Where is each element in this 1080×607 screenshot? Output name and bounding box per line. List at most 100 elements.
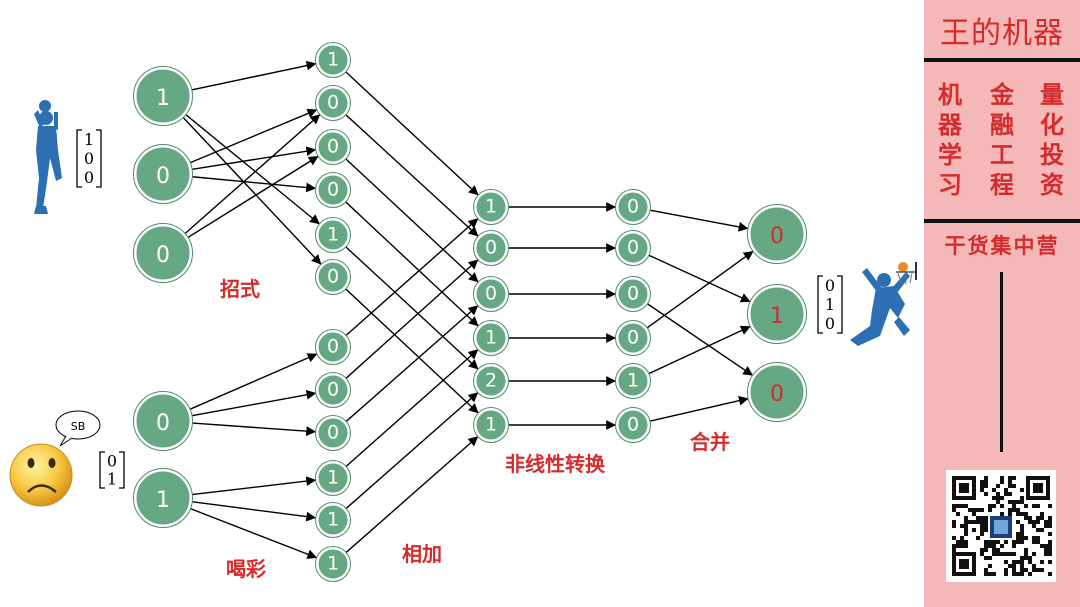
connection-arrow bbox=[344, 258, 479, 380]
vertical-line bbox=[1000, 272, 1003, 452]
tag-char: 习 bbox=[938, 170, 962, 199]
vector-bracket: 010 bbox=[817, 275, 843, 334]
hidden-node: 0 bbox=[315, 329, 351, 365]
connection-arrows bbox=[181, 60, 754, 559]
connection-arrow bbox=[184, 113, 321, 225]
connection-arrow bbox=[344, 287, 480, 414]
connection-arrow bbox=[647, 325, 752, 375]
tag-char: 机 bbox=[938, 80, 962, 109]
node-value: 1 bbox=[485, 195, 497, 217]
node-circle bbox=[315, 329, 351, 365]
label-cheer: 喝彩 bbox=[226, 557, 266, 581]
connection-arrow bbox=[183, 113, 321, 235]
connection-arrow bbox=[344, 435, 479, 554]
node-circle bbox=[315, 415, 351, 451]
vector-bracket: 01 bbox=[99, 451, 125, 489]
node-outline bbox=[315, 546, 351, 582]
player-dunking-icon bbox=[850, 262, 917, 346]
node-circle bbox=[315, 460, 351, 496]
node-value: 0 bbox=[770, 224, 784, 249]
label-nonlinear: 非线性转换 bbox=[505, 452, 605, 476]
node-outline bbox=[315, 129, 351, 165]
hidden-node: 1 bbox=[315, 217, 351, 253]
node-outline bbox=[315, 42, 351, 78]
node-value: 1 bbox=[327, 223, 339, 245]
connection-arrow bbox=[344, 348, 479, 468]
node-outline bbox=[473, 363, 509, 399]
player-leg bbox=[894, 317, 910, 336]
node-outline bbox=[315, 415, 351, 451]
node-circle bbox=[615, 189, 651, 225]
node-outline bbox=[315, 217, 351, 253]
connection-arrow bbox=[648, 395, 749, 423]
node-outline bbox=[615, 407, 651, 443]
node-circle bbox=[133, 391, 193, 451]
tag-char: 程 bbox=[990, 170, 1014, 199]
hidden-node: 1 bbox=[315, 42, 351, 78]
input-node: 1 bbox=[133, 66, 193, 126]
tag-char: 融 bbox=[990, 110, 1014, 139]
node-value: 1 bbox=[327, 48, 339, 70]
node-value: 1 bbox=[327, 508, 339, 530]
node-circle bbox=[315, 259, 351, 295]
node-value: 0 bbox=[627, 236, 639, 258]
node-outline bbox=[133, 223, 193, 283]
output-node: 0 bbox=[747, 362, 807, 422]
node-outline bbox=[615, 363, 651, 399]
sad-face-icon bbox=[9, 443, 73, 507]
node-outline bbox=[615, 320, 651, 356]
connection-arrow bbox=[344, 70, 480, 196]
speech-bubble: SB bbox=[55, 410, 101, 447]
node-value: 1 bbox=[485, 413, 497, 435]
node-outline bbox=[315, 372, 351, 408]
node-outline bbox=[747, 284, 807, 344]
sum-node: 0 bbox=[473, 230, 509, 266]
node-outline bbox=[133, 144, 193, 204]
input-node: 0 bbox=[133, 223, 193, 283]
node-outline bbox=[133, 391, 193, 451]
tag-char: 器 bbox=[938, 110, 962, 139]
eye bbox=[27, 458, 35, 468]
vector-value: 0 bbox=[84, 149, 94, 168]
player-foot bbox=[34, 206, 48, 214]
node-outline bbox=[473, 276, 509, 312]
vector-value: 0 bbox=[84, 168, 94, 187]
node-circle bbox=[747, 284, 807, 344]
bracket-left bbox=[99, 451, 105, 489]
ball bbox=[898, 262, 908, 272]
connection-arrow bbox=[190, 476, 317, 496]
node-value: 0 bbox=[327, 335, 339, 357]
vector-value: 0 bbox=[825, 276, 835, 295]
node-outline bbox=[133, 66, 193, 126]
connection-arrow bbox=[344, 391, 479, 510]
vector-value: 1 bbox=[825, 295, 835, 314]
tag-char: 投 bbox=[1040, 140, 1064, 169]
hidden-node: 0 bbox=[315, 415, 351, 451]
output-node: 0 bbox=[747, 204, 807, 264]
node-value: 1 bbox=[485, 326, 497, 348]
node-value: 0 bbox=[327, 178, 339, 200]
nonlinear-node: 0 bbox=[615, 320, 651, 356]
node-outline bbox=[315, 329, 351, 365]
divider bbox=[924, 219, 1080, 223]
node-circle bbox=[473, 276, 509, 312]
output-node: 1 bbox=[747, 284, 807, 344]
connection-arrow bbox=[190, 389, 317, 417]
hidden-node: 0 bbox=[315, 372, 351, 408]
nonlinear-node: 0 bbox=[615, 189, 651, 225]
connection-arrow bbox=[188, 353, 318, 411]
vector-bracket: 100 bbox=[76, 129, 102, 188]
vector-value: 0 bbox=[825, 314, 835, 333]
nonlinear-node: 0 bbox=[615, 407, 651, 443]
node-circle bbox=[473, 407, 509, 443]
player-body bbox=[36, 126, 62, 208]
sum-node: 0 bbox=[473, 276, 509, 312]
label-moves: 招式 bbox=[220, 277, 260, 301]
divider bbox=[924, 58, 1080, 62]
ball bbox=[39, 100, 51, 112]
connection-arrow bbox=[186, 155, 319, 239]
node-circle bbox=[315, 129, 351, 165]
label-add: 相加 bbox=[402, 542, 442, 566]
node-value: 2 bbox=[485, 369, 497, 391]
node-circle bbox=[747, 204, 807, 264]
